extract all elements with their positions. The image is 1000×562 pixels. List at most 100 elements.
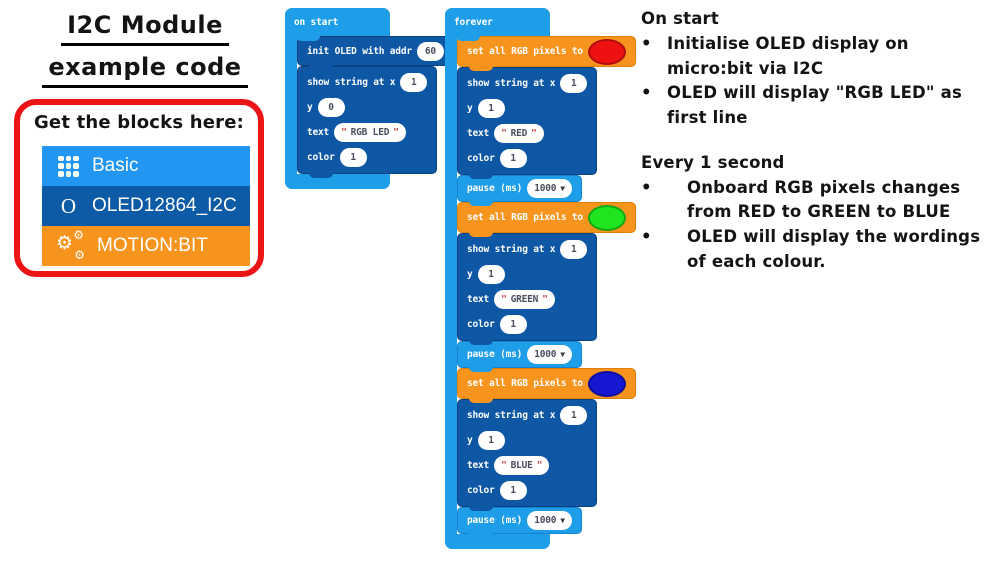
x-field[interactable]: 1 xyxy=(400,73,428,92)
color-picker-blue[interactable] xyxy=(587,370,626,397)
get-blocks-heading: Get the blocks here: xyxy=(33,112,245,133)
forever-foot xyxy=(445,534,550,549)
grid-icon xyxy=(58,155,79,177)
get-blocks-panel: Get the blocks here: Basic O OLED12864_I… xyxy=(14,99,264,277)
x-field[interactable]: 1 xyxy=(560,406,588,425)
note-item: • OLED will display the wordings of each… xyxy=(641,225,995,275)
y-field[interactable]: 1 xyxy=(477,99,505,118)
on-start-stack: on start init OLED with addr 60 show str… xyxy=(285,8,454,189)
pause-block[interactable]: pause (ms) 1000▼ xyxy=(457,175,582,206)
on-start-label: on start xyxy=(294,16,339,28)
note-item: • Onboard RGB pixels changes from RED to… xyxy=(641,176,995,226)
note-list-every-second: • Onboard RGB pixels changes from RED to… xyxy=(641,176,995,275)
y-field[interactable]: 0 xyxy=(317,98,345,117)
set-rgb-label: set all RGB pixels to xyxy=(467,46,583,57)
text-label: text xyxy=(307,127,330,138)
text-field[interactable]: "GREEN" xyxy=(494,290,555,309)
set-rgb-pixels-block-green[interactable]: set all RGB pixels to xyxy=(457,202,636,237)
category-motion-bit[interactable]: ⚙ ⚙ ⚙ MOTION:BIT xyxy=(42,226,250,266)
y-label: y xyxy=(307,102,313,113)
text-label: text xyxy=(467,294,490,305)
text-field[interactable]: "RGB LED" xyxy=(334,123,406,142)
on-start-foot xyxy=(285,174,390,189)
set-rgb-pixels-block-blue[interactable]: set all RGB pixels to xyxy=(457,368,636,403)
dropdown-arrow-icon: ▼ xyxy=(560,516,565,525)
y-label: y xyxy=(467,103,473,114)
pause-block[interactable]: pause (ms) 1000▼ xyxy=(457,507,582,538)
note-list-on-start: • Initialise OLED display on micro:bit v… xyxy=(641,32,995,131)
color-label: color xyxy=(467,485,495,496)
color-picker-red[interactable] xyxy=(587,38,626,65)
y-label: y xyxy=(467,269,473,280)
color-label: color xyxy=(307,152,335,163)
show-string-block-blue[interactable]: show string at x 1 y 1 text "BLUE" color… xyxy=(457,399,598,511)
pause-label: pause (ms) xyxy=(467,183,523,194)
x-field[interactable]: 1 xyxy=(560,74,588,93)
category-oled-label: OLED12864_I2C xyxy=(92,195,237,216)
note-item: • OLED will display "RGB LED" as first l… xyxy=(641,81,995,131)
o-letter-icon: O xyxy=(60,193,77,218)
page-title: I2C Module example code xyxy=(26,8,264,92)
bullet-icon: • xyxy=(641,227,652,246)
pause-label: pause (ms) xyxy=(467,349,523,360)
note-heading-on-start: On start xyxy=(641,9,719,28)
note-text: OLED will display the wordings of each c… xyxy=(687,227,981,271)
pause-block[interactable]: pause (ms) 1000▼ xyxy=(457,341,582,372)
text-field[interactable]: "BLUE" xyxy=(494,456,550,475)
note-text: OLED will display "RGB LED" as first lin… xyxy=(667,83,963,127)
text-field[interactable]: "RED" xyxy=(494,124,544,143)
addr-field[interactable]: 60 xyxy=(416,41,444,61)
forever-block[interactable]: forever xyxy=(445,8,550,41)
x-field[interactable]: 1 xyxy=(560,240,588,259)
color-field[interactable]: 1 xyxy=(339,148,367,167)
on-start-spine xyxy=(285,36,297,174)
pause-duration-field[interactable]: 1000▼ xyxy=(527,179,572,198)
show-string-block-green[interactable]: show string at x 1 y 1 text "GREEN" colo… xyxy=(457,233,598,345)
show-string-block-red[interactable]: show string at x 1 y 1 text "RED" color … xyxy=(457,67,598,179)
category-basic-label: Basic xyxy=(92,155,139,176)
show-x-label: show string at x xyxy=(467,244,556,255)
color-label: color xyxy=(467,153,495,164)
color-field[interactable]: 1 xyxy=(499,481,527,500)
text-label: text xyxy=(467,128,490,139)
category-oled12864-i2c[interactable]: O OLED12864_I2C xyxy=(42,186,250,226)
y-field[interactable]: 1 xyxy=(477,431,505,450)
category-basic[interactable]: Basic xyxy=(42,146,250,186)
gears-icon: ⚙ ⚙ ⚙ xyxy=(56,228,85,262)
color-field[interactable]: 1 xyxy=(499,315,527,334)
category-motion-label: MOTION:BIT xyxy=(97,235,208,256)
page-title-line2: example code xyxy=(42,50,248,88)
forever-stack: forever set all RGB pixels to show strin… xyxy=(445,8,636,549)
show-x-label: show string at x xyxy=(467,410,556,421)
show-string-block[interactable]: show string at x 1 y 0 text "RGB LED" co… xyxy=(297,66,438,178)
set-rgb-pixels-block-red[interactable]: set all RGB pixels to xyxy=(457,36,636,71)
dropdown-arrow-icon: ▼ xyxy=(560,184,565,193)
bullet-icon: • xyxy=(641,33,652,53)
set-rgb-label: set all RGB pixels to xyxy=(467,378,583,389)
pause-duration-field[interactable]: 1000▼ xyxy=(527,511,572,530)
dropdown-arrow-icon: ▼ xyxy=(560,350,565,359)
set-rgb-label: set all RGB pixels to xyxy=(467,212,583,223)
note-item: • Initialise OLED display on micro:bit v… xyxy=(641,32,995,82)
note-text: Onboard RGB pixels changes from RED to G… xyxy=(687,177,961,222)
pause-duration-field[interactable]: 1000▼ xyxy=(527,345,572,364)
pause-label: pause (ms) xyxy=(467,515,523,526)
color-field[interactable]: 1 xyxy=(499,149,527,168)
color-picker-green[interactable] xyxy=(587,204,626,231)
forever-spine xyxy=(445,36,457,534)
page-title-line1: I2C Module xyxy=(61,8,229,46)
note-heading-every-second: Every 1 second xyxy=(641,152,785,172)
bullet-icon: • xyxy=(641,83,652,103)
init-oled-block[interactable]: init OLED with addr 60 xyxy=(297,36,454,70)
color-label: color xyxy=(467,319,495,330)
annotation-notes: On start • Initialise OLED display on mi… xyxy=(641,7,995,295)
on-start-block[interactable]: on start xyxy=(285,8,390,41)
y-label: y xyxy=(467,435,473,446)
show-x-label: show string at x xyxy=(467,78,556,89)
y-field[interactable]: 1 xyxy=(477,265,505,284)
init-oled-label: init OLED with addr xyxy=(307,45,412,57)
bullet-icon: • xyxy=(641,177,652,197)
show-x-label: show string at x xyxy=(307,77,396,88)
forever-label: forever xyxy=(454,16,493,28)
text-label: text xyxy=(467,460,490,471)
